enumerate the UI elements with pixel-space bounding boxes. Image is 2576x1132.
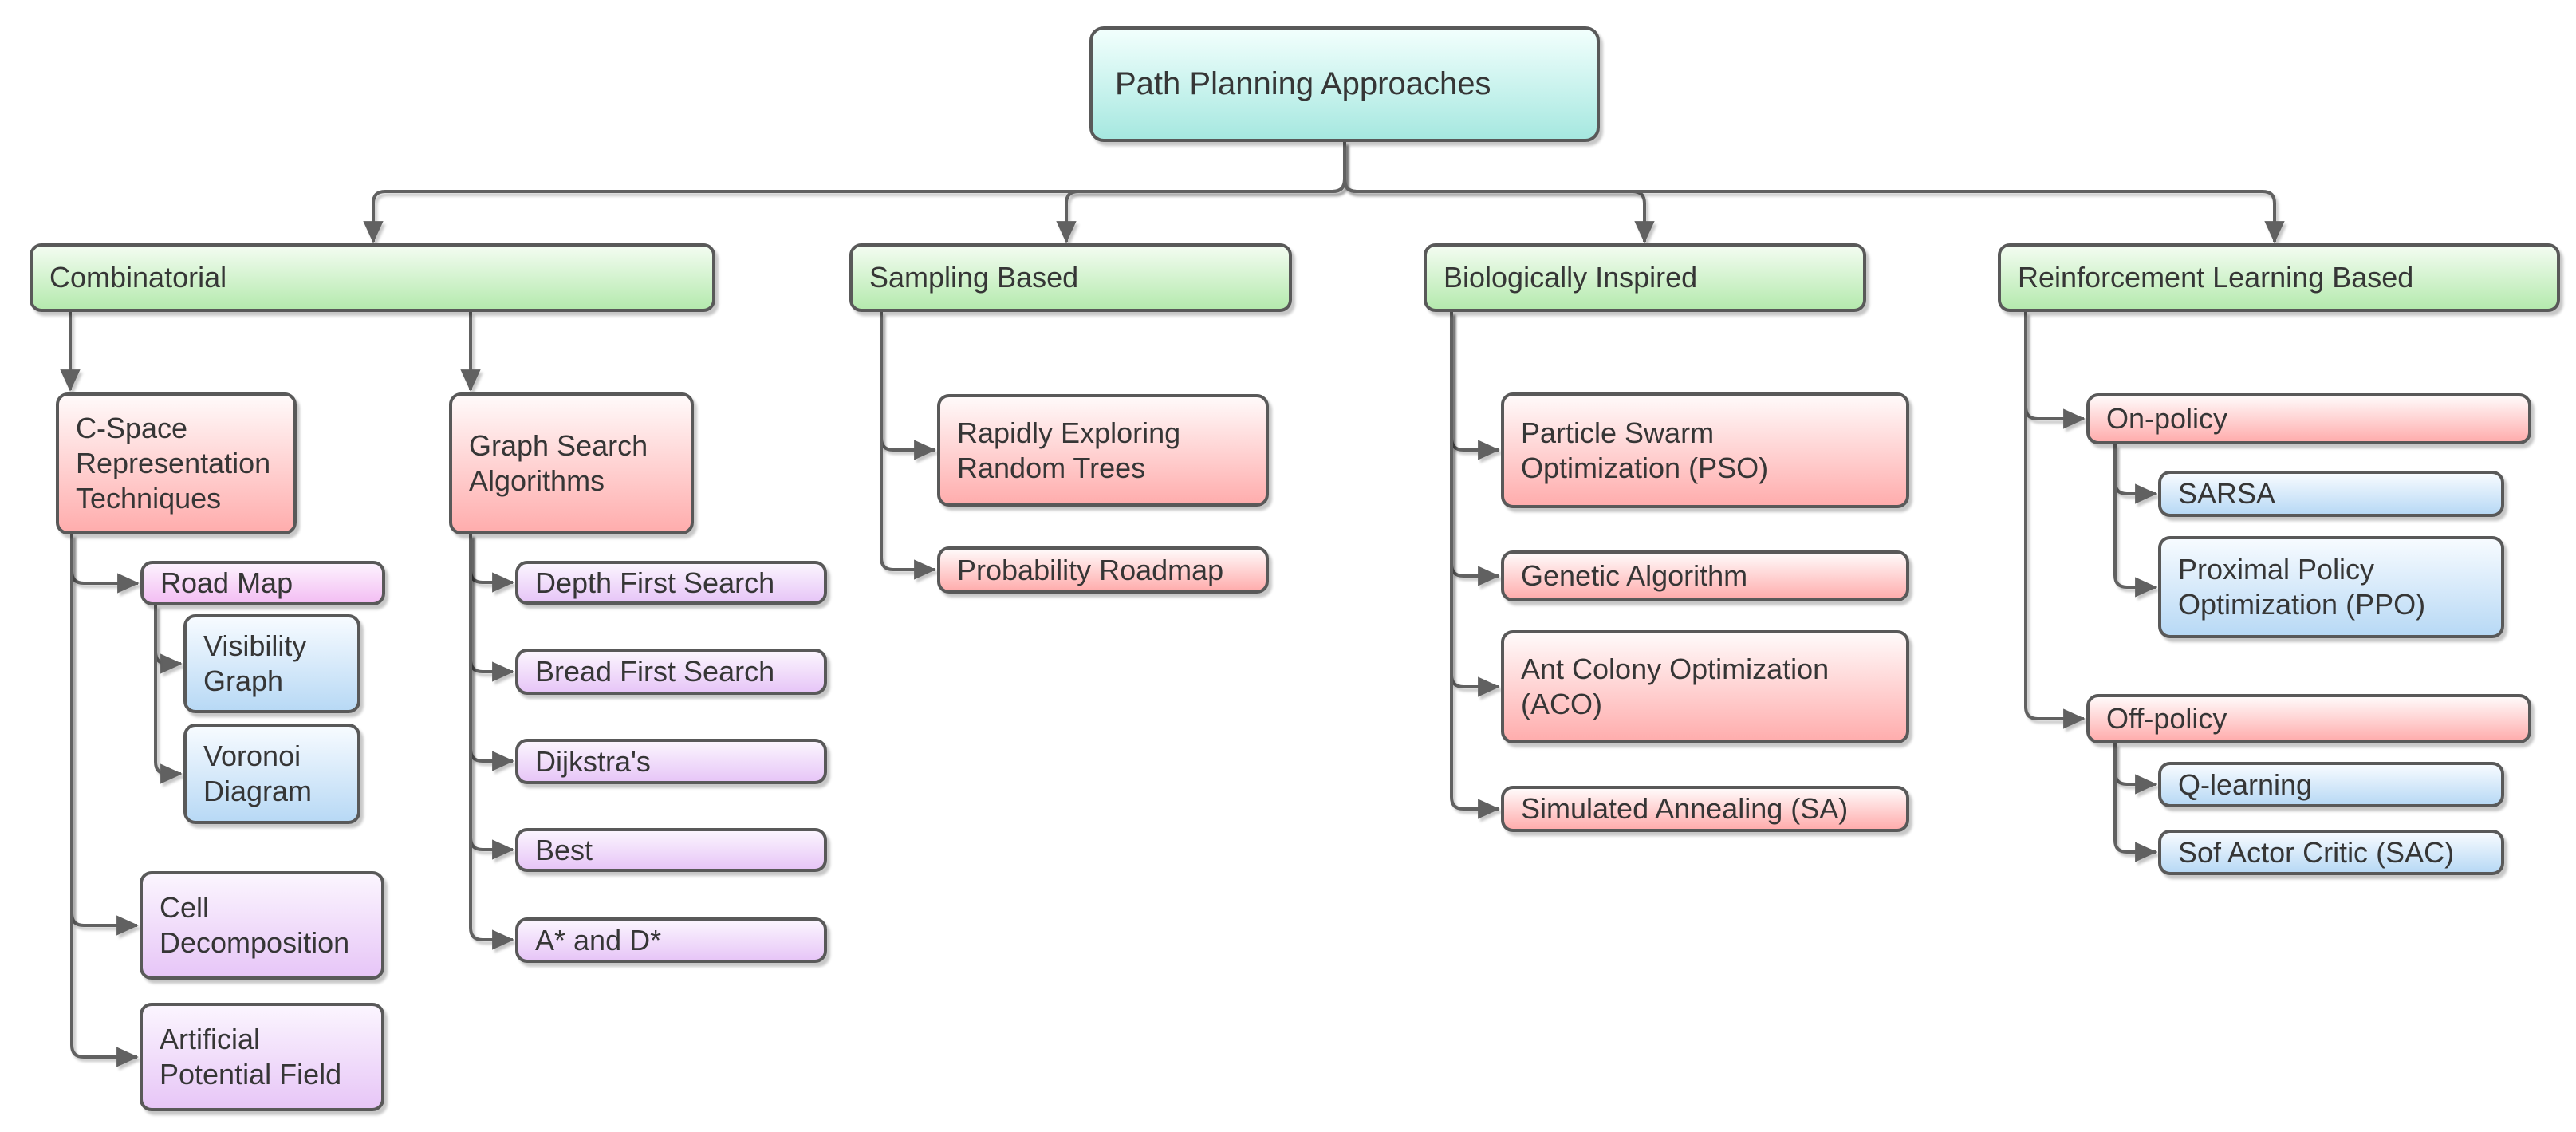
node-label: Particle Swarm Optimization (PSO) [1521,416,1769,484]
node-sof-actor-critic: Sof Actor Critic (SAC) [2158,830,2504,875]
edge-c-space-representation-techniques--road-map [70,534,140,594]
node-combinatorial: Combinatorial [30,243,715,312]
node-simulated-annealing: Simulated Annealing (SA) [1501,786,1909,832]
node-graph-search-algorithms: Graph Search Algorithms [449,392,694,534]
node-reinforcement-learning-based: Reinforcement Learning Based [1998,243,2560,312]
node-label: Sof Actor Critic (SAC) [2178,835,2455,869]
node-label: Sampling Based [869,261,1079,294]
node-label: Genetic Algorithm [1521,559,1748,593]
node-particle-swarm-optimization: Particle Swarm Optimization (PSO) [1501,392,1909,508]
edge-c-space-representation-techniques--cell-decomposition [70,534,139,936]
node-label: Visibility Graph [203,629,307,697]
edge-off-policy--sof-actor-critic [2113,743,2157,862]
node-label: Cell Decomposition [160,891,350,959]
node-label: Combinatorial [49,261,227,294]
node-voronoi-diagram: Voronoi Diagram [183,724,360,824]
node-label: Voronoi Diagram [203,740,313,807]
edge-biologically-inspired--simulated-annealing [1450,312,1500,819]
node-a-star-and-d-star: A* and D* [515,917,827,963]
node-label: SARSA [2178,477,2276,511]
node-bread-first-search: Bread First Search [515,649,827,695]
node-dijkstras: Dijkstra's [515,739,827,784]
edge-sampling-based--probability-roadmap [880,312,936,580]
edge-c-space-representation-techniques--artificial-potential-field [70,534,139,1067]
node-label: Best [535,833,593,866]
node-label: Proximal Policy Optimization (PPO) [2178,553,2426,621]
edge-reinforcement-learning-based--on-policy [2024,312,2086,429]
node-label: Dijkstra's [535,744,651,778]
edge-sampling-based--rapidly-exploring-random-trees [880,312,936,460]
node-visibility-graph: Visibility Graph [183,614,360,713]
node-on-policy: On-policy [2086,393,2531,444]
node-label: C-Space Representation Techniques [76,412,271,515]
edge-path-planning-approaches--sampling-based [1056,142,1346,243]
node-label: On-policy [2106,402,2228,436]
node-label: Rapidly Exploring Random Trees [957,416,1181,484]
node-label: Road Map [160,566,293,600]
edge-biologically-inspired--particle-swarm-optimization [1450,312,1500,460]
node-label: A* and D* [535,923,662,956]
edge-path-planning-approaches--reinforcement-learning-based [1343,142,2285,243]
node-c-space-representation-techniques: C-Space Representation Techniques [56,392,297,534]
node-label: Off-policy [2106,702,2227,736]
edge-on-policy--proximal-policy-optimization [2113,444,2157,598]
node-ant-colony-optimization: Ant Colony Optimization (ACO) [1501,630,1909,743]
node-artificial-potential-field: Artificial Potential Field [140,1003,384,1111]
node-label: Q-learning [2178,767,2313,801]
edge-biologically-inspired--ant-colony-optimization [1450,312,1500,697]
node-label: Simulated Annealing (SA) [1521,792,1849,826]
node-path-planning-approaches: Path Planning Approaches [1089,26,1600,142]
node-label: Depth First Search [535,566,775,599]
node-rapidly-exploring-random-trees: Rapidly Exploring Random Trees [937,394,1269,507]
node-label: Reinforcement Learning Based [2018,261,2414,294]
node-label: Bread First Search [535,655,775,688]
node-sampling-based: Sampling Based [849,243,1292,312]
edge-graph-search-algorithms--depth-first-search [469,534,514,593]
node-probability-roadmap: Probability Roadmap [937,546,1269,594]
node-cell-decomposition: Cell Decomposition [140,871,384,980]
edge-road-map--visibility-graph [154,605,183,674]
node-best: Best [515,828,827,872]
node-proximal-policy-optimization: Proximal Policy Optimization (PPO) [2158,536,2504,638]
edge-graph-search-algorithms--dijkstras [469,534,514,771]
node-road-map: Road Map [140,561,385,605]
node-label: Ant Colony Optimization (ACO) [1521,653,1830,720]
edge-reinforcement-learning-based--off-policy [2024,312,2086,729]
node-depth-first-search: Depth First Search [515,561,827,605]
node-sarsa: SARSA [2158,471,2504,517]
node-label: Biologically Inspired [1444,261,1698,294]
edge-graph-search-algorithms--a-star-and-d-star [469,534,514,950]
node-q-learning: Q-learning [2158,762,2504,807]
node-genetic-algorithm: Genetic Algorithm [1501,550,1909,601]
node-label: Graph Search Algorithms [469,429,648,497]
edge-on-policy--sarsa [2113,444,2157,504]
node-label: Probability Roadmap [957,553,1224,586]
node-label: Path Planning Approaches [1115,66,1491,102]
node-label: Artificial Potential Field [160,1023,342,1091]
edge-road-map--voronoi-diagram [154,605,183,784]
node-biologically-inspired: Biologically Inspired [1424,243,1866,312]
edge-graph-search-algorithms--bread-first-search [469,534,514,682]
edge-biologically-inspired--genetic-algorithm [1450,312,1500,586]
node-off-policy: Off-policy [2086,694,2531,743]
edge-off-policy--q-learning [2113,743,2157,795]
